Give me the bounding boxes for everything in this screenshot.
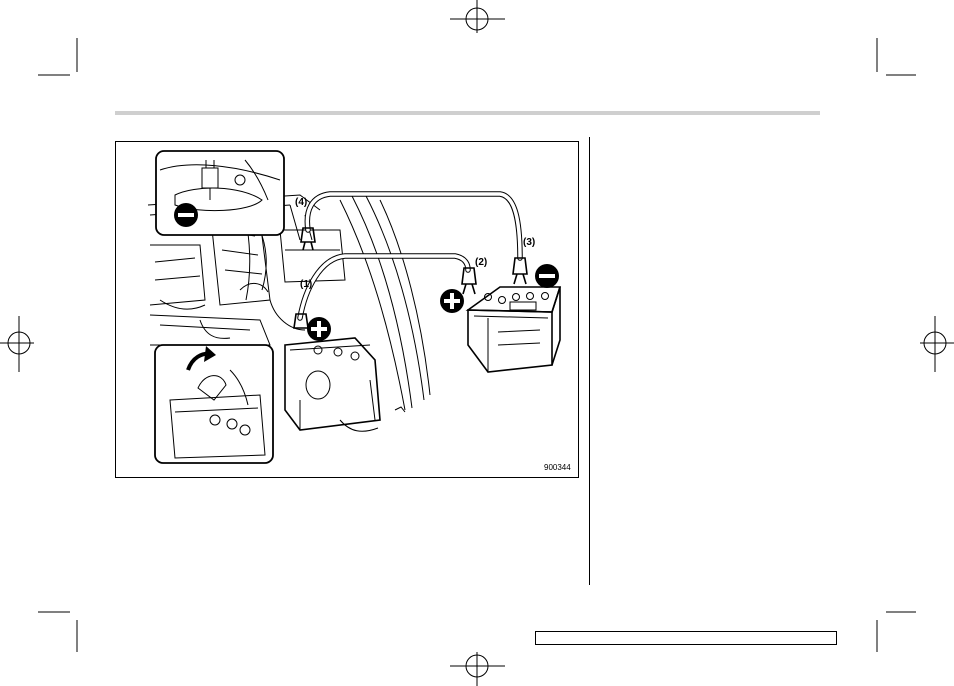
minus-terminal-icon — [174, 203, 198, 227]
figure-code: 900344 — [544, 463, 571, 472]
callout-4: (4) — [295, 197, 307, 208]
inset-terminal-cover — [155, 345, 273, 463]
inset-ground-point — [156, 151, 284, 235]
plus-terminal-icon — [440, 289, 464, 313]
plus-terminal-icon — [307, 317, 331, 341]
callout-2: (2) — [475, 257, 487, 268]
minus-terminal-icon — [535, 264, 559, 288]
callout-3: (3) — [523, 237, 535, 248]
callout-1: (1) — [300, 279, 312, 290]
